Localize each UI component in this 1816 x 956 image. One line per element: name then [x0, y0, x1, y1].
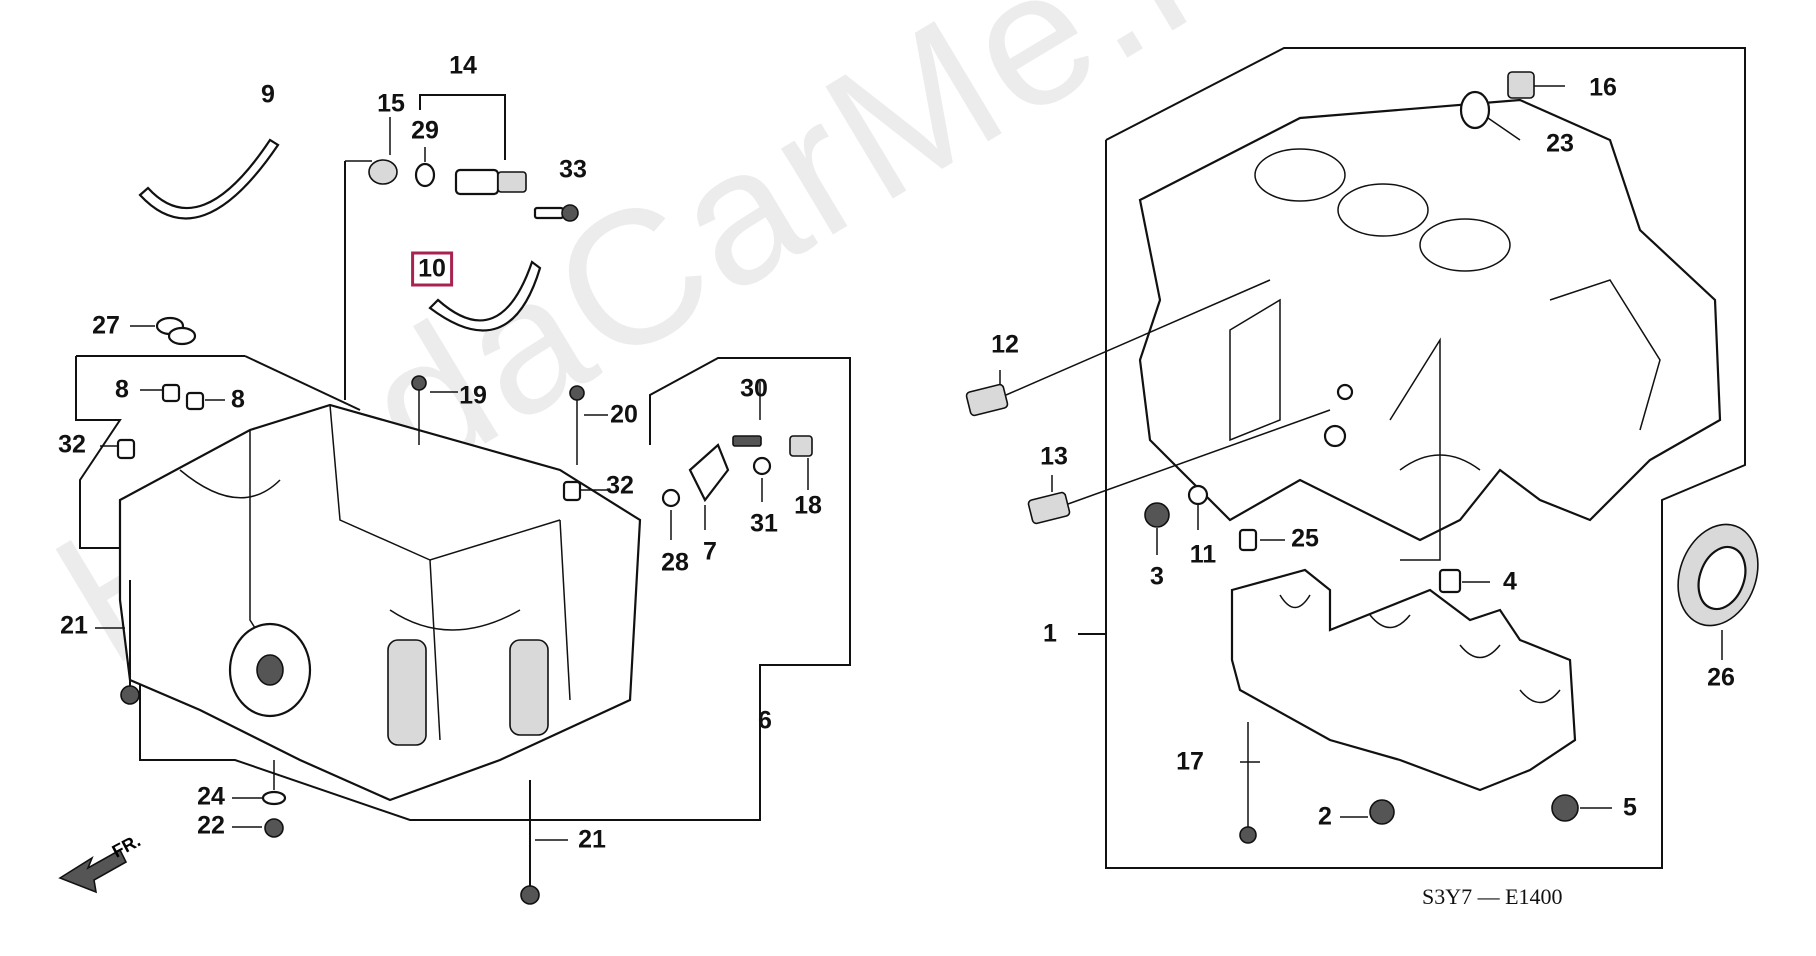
- callout-16: 16: [1589, 73, 1617, 102]
- callout-31: 31: [750, 509, 778, 538]
- callout-8-right: 8: [231, 385, 245, 414]
- callout-25: 25: [1291, 524, 1319, 553]
- callout-1: 1: [1043, 619, 1057, 648]
- callout-17: 17: [1176, 747, 1204, 776]
- plug-and-washer: [1459, 71, 1565, 141]
- pressure-switch-parts: [344, 94, 579, 400]
- callout-8-left: 8: [115, 375, 129, 404]
- cylinder-block-group-bracket: [1078, 47, 1746, 869]
- left-small-hardware: [100, 375, 813, 540]
- oil-pan: [118, 403, 642, 802]
- callout-9: 9: [261, 80, 275, 109]
- callout-33: 33: [559, 155, 587, 184]
- callout-12: 12: [991, 330, 1019, 359]
- right-small-hardware: [1144, 484, 1579, 844]
- callout-23: 23: [1546, 129, 1574, 158]
- callout-15: 15: [377, 89, 405, 118]
- sensor-parts: [965, 279, 1331, 525]
- callout-32-right: 32: [606, 471, 634, 500]
- callout-29: 29: [411, 116, 439, 145]
- callout-21-bottom: 21: [578, 825, 606, 854]
- callout-24: 24: [197, 782, 225, 811]
- callout-13: 13: [1040, 442, 1068, 471]
- bearing-half-parts: [138, 138, 542, 332]
- callout-30: 30: [740, 374, 768, 403]
- front-direction-arrow-icon: [58, 848, 128, 894]
- callout-6: 6: [758, 706, 772, 735]
- callout-5: 5: [1623, 793, 1637, 822]
- callout-4: 4: [1503, 567, 1517, 596]
- callout-27: 27: [92, 311, 120, 340]
- callout-18: 18: [794, 491, 822, 520]
- callout-28: 28: [661, 548, 689, 577]
- cylinder-block: [1138, 98, 1722, 561]
- right-leader-lines: [999, 370, 1723, 818]
- callout-3: 3: [1150, 562, 1164, 591]
- callout-14: 14: [449, 51, 477, 80]
- diagram-reference-code: S3Y7 — E1400: [1422, 884, 1563, 909]
- callout-20: 20: [610, 400, 638, 429]
- callout-7: 7: [703, 537, 717, 566]
- long-bolt-parts: [95, 580, 568, 905]
- callout-22: 22: [197, 811, 225, 840]
- callout-26: 26: [1707, 663, 1735, 692]
- oil-seal-part: [1677, 523, 1759, 627]
- callout-10: 10: [411, 251, 453, 287]
- washer-parts-27: [130, 316, 197, 346]
- callout-2: 2: [1318, 802, 1332, 831]
- callout-19: 19: [459, 381, 487, 410]
- bearing-cap-assembly: [1230, 568, 1577, 792]
- callout-21-left: 21: [60, 611, 88, 640]
- callout-11: 11: [1189, 540, 1217, 569]
- callout-32-left: 32: [58, 430, 86, 459]
- oil-pan-group-bracket: [75, 355, 851, 821]
